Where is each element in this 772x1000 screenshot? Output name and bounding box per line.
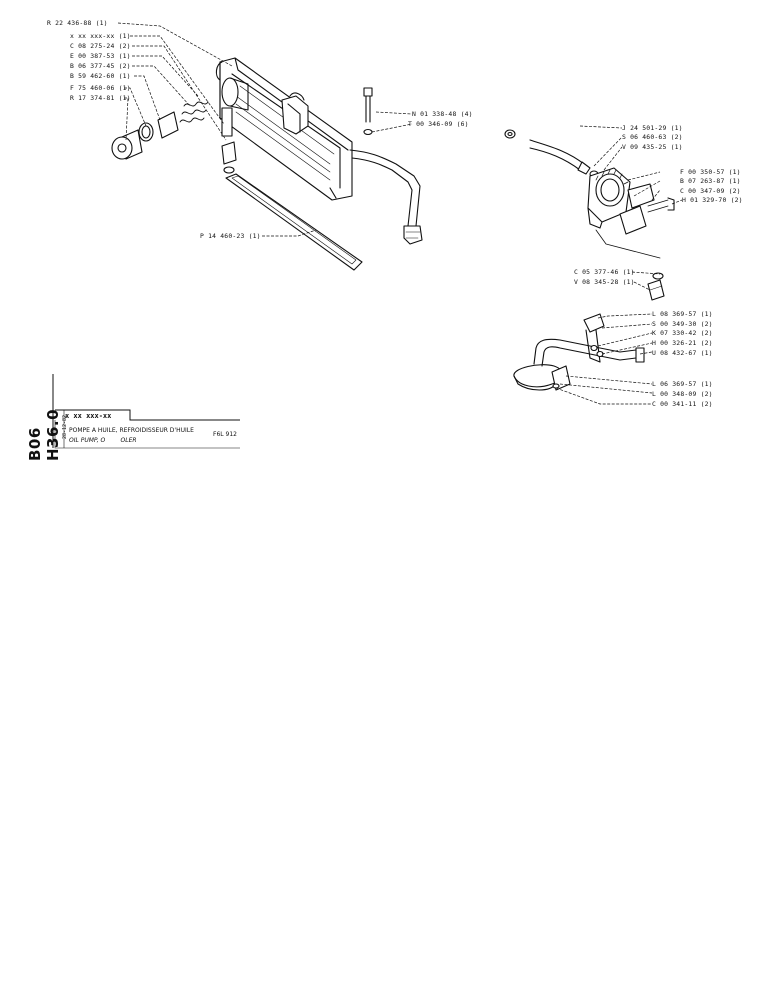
part-label: P 14 460-23 (1) [200,232,261,240]
part-label: T 00 346-09 (6) [408,120,469,128]
gasket-seal [225,173,363,271]
part-label: S 00 349-30 (2) [652,320,713,328]
part-label: H 00 326-21 (2) [652,339,713,347]
part-label: B 06 377-45 (2) [70,62,131,70]
part-label: B 59 462-60 (1) [70,72,131,80]
part-label: K 07 330-42 (2) [652,329,713,337]
oil-pickup-tube [513,338,645,391]
part-label: L 06 369-57 (1) [652,380,713,388]
pump-to-pickup-line [595,229,665,301]
part-label: R 22 436-88 (1) [47,19,108,27]
cooler-outlet-pipe [349,149,423,245]
part-label: J 24 501-29 (1) [622,124,683,132]
title-english: OIL PUMP, O OLER [69,437,137,444]
part-label: E 00 387-53 (1) [70,52,131,60]
part-label: U 08 432-67 (1) [652,349,713,357]
assembly-part-code: x xx xxx-xx [65,412,112,420]
engine-model: F6L 912 [213,431,237,438]
pipe-fitting [221,141,237,174]
part-label: C 08 275-24 (2) [70,42,131,50]
part-label: S 06 460-63 (2) [622,133,683,141]
part-label: C 00 347-09 (2) [680,187,741,195]
part-label: L 00 348-09 (2) [652,390,713,398]
oil-pump [587,167,631,229]
part-label: F 75 460-06 (1) [70,84,131,92]
part-label: L 08 369-57 (1) [652,310,713,318]
title-block: 28-12-82 x xx xxx-xx POMPE A HUILE, REFR… [55,410,241,446]
part-label: C 05 377-46 (1) [574,268,635,276]
part-label: B 07 263-87 (1) [680,177,741,185]
part-label: C 00 341-11 (2) [652,400,713,408]
part-label: N 01 338-48 (4) [412,110,473,118]
page-code-block: B06 H36.0 [26,374,62,461]
relief-valve-parts [111,101,209,160]
clamp-band [281,92,309,135]
part-label: V 08 345-28 (1) [574,278,635,286]
part-label: F 00 350-57 (1) [680,168,741,176]
title-french: POMPE A HUILE, REFROIDISSEUR D'HUILE [69,427,194,434]
pump-flange [619,183,675,235]
bolt [363,87,373,136]
part-label: R 17 374-81 (1) [70,94,131,102]
cooler-end-cap [215,61,249,137]
part-label: H 01 329-70 (2) [682,196,743,204]
part-label: x xx xxx-xx (1) [70,32,131,40]
pump-inlet-pipe [504,129,599,178]
part-label: V 09 435-25 (1) [622,143,683,151]
